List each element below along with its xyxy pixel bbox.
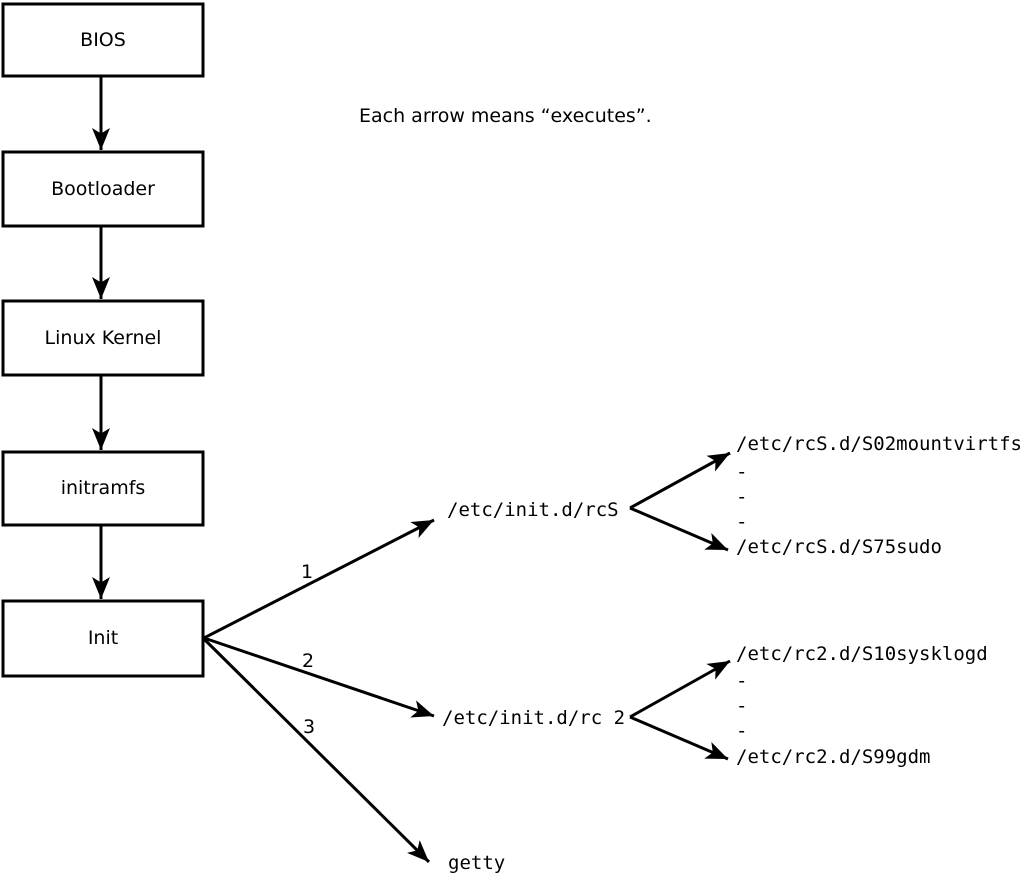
box-initramfs-rect [1,450,205,527]
rc2-child-dash-1: - [736,670,747,692]
rcS-child-dash-1: - [736,461,747,483]
box-linux-kernel: Linux Kernel [1,299,205,377]
box-linux-kernel-rect [1,299,205,377]
box-bootloader-label: Bootloader [51,178,155,200]
arrow-rcS-to-last [629,506,729,552]
branch-number-1: 1 [301,561,313,583]
label-etc-init-rc2: /etc/init.d/rc 2 [442,707,625,729]
arrow-rc2-to-last [629,715,729,761]
box-initramfs-label: initramfs [61,477,146,499]
arrow-rc2-to-first [629,659,731,719]
legend-note: Each arrow means “executes”. [359,105,652,127]
rcS-child-dash-3: - [736,511,747,533]
label-getty: getty [448,852,505,874]
rc2-child-dash-3: - [736,720,747,742]
box-initramfs: initramfs [1,450,205,527]
box-bootloader: Bootloader [1,150,205,228]
rc2-child-dash-2: - [736,695,747,717]
box-linux-kernel-label: Linux Kernel [45,327,162,349]
rcS-child-dash-2: - [736,486,747,508]
label-etc-init-rcS: /etc/init.d/rcS [447,499,619,521]
rcS-child-first: /etc/rcS.d/S02mountvirtfs [736,433,1022,455]
arrow-rcS-to-first [629,451,731,510]
branch-number-2: 2 [302,650,314,672]
box-bios-label: BIOS [80,29,126,51]
rc2-child-first: /etc/rc2.d/S10sysklogd [736,643,988,665]
box-bios-rect [1,2,205,78]
rc2-child-last: /etc/rc2.d/S99gdm [736,746,930,768]
rcS-child-last: /etc/rcS.d/S75sudo [736,536,942,558]
arrow-init-to-rcS [203,518,435,640]
box-bootloader-rect [1,150,205,228]
arrow-init-to-getty [202,637,431,864]
box-init-label: Init [88,627,118,649]
box-init: Init [1,599,205,678]
box-bios: BIOS [1,2,205,78]
box-init-rect [1,599,205,678]
branch-number-3: 3 [303,716,315,738]
arrow-init-to-rc2 [203,636,435,718]
